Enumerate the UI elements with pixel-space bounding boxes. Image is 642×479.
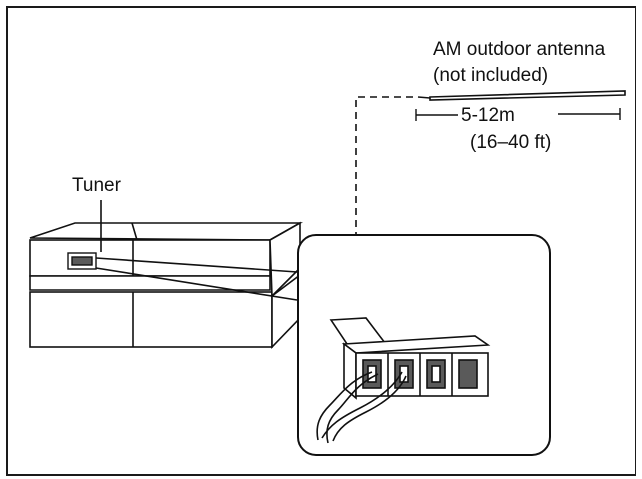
zoom-connector (95, 257, 298, 301)
tuner-label: Tuner (72, 175, 121, 196)
length-imperial-label: (16–40 ft) (470, 132, 552, 153)
length-metric-label: 5-12m (461, 105, 515, 126)
stereo-unit (29, 221, 304, 349)
antenna-lead-wires (316, 371, 407, 444)
tuner-terminal (67, 252, 97, 270)
lead-in-wire-dashed (355, 96, 413, 420)
antenna-title: AM outdoor antenna (433, 39, 606, 60)
antenna-note: (not included) (433, 65, 549, 86)
antenna-wire (417, 90, 626, 101)
length-dimension (415, 108, 621, 121)
